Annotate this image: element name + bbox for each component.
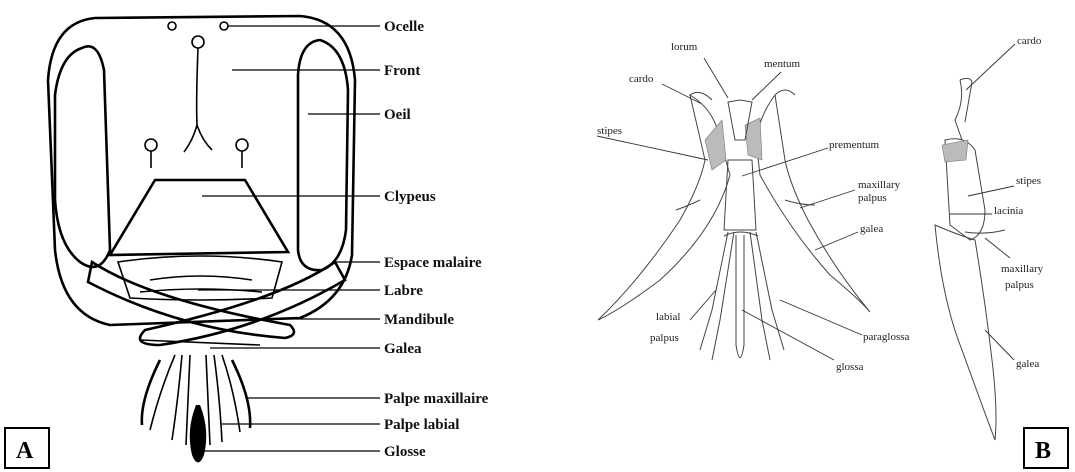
label-glosse: Glosse bbox=[384, 444, 426, 460]
paraglossa-top bbox=[724, 232, 758, 236]
label-cardo-left: cardo bbox=[629, 73, 654, 85]
label-stipes-left: stipes bbox=[597, 125, 622, 137]
label-lacinia: lacinia bbox=[994, 205, 1023, 217]
left-eye bbox=[55, 46, 110, 267]
antenna-socket-right bbox=[236, 139, 248, 151]
left-shade bbox=[705, 120, 726, 170]
label-stipes-right: stipes bbox=[1016, 175, 1041, 187]
label-oeil: Oeil bbox=[384, 107, 411, 123]
maxillary-palpi-b bbox=[676, 200, 815, 210]
label-galea-left: galea bbox=[860, 223, 883, 235]
antenna-socket-left bbox=[145, 139, 157, 151]
label-paraglossa: paraglossa bbox=[863, 331, 910, 343]
label-galea: Galea bbox=[384, 341, 422, 357]
clypeus-plate bbox=[110, 180, 288, 255]
labels-b: lorum mentum cardo stipes prementum maxi… bbox=[597, 35, 1044, 373]
label-labial-1: labial bbox=[656, 311, 680, 323]
label-maxillary-right-2: palpus bbox=[1005, 279, 1034, 291]
label-galea-right: galea bbox=[1016, 358, 1039, 370]
label-maxillary-left-2: palpus bbox=[858, 192, 887, 204]
mouthparts-drawing bbox=[598, 78, 1005, 440]
isolated-shade bbox=[942, 140, 968, 162]
label-cardo-right: cardo bbox=[1017, 35, 1042, 47]
right-cardo bbox=[775, 90, 795, 95]
label-ocelle: Ocelle bbox=[384, 19, 424, 35]
label-palpe-labial: Palpe labial bbox=[384, 417, 459, 433]
label-prementum: prementum bbox=[829, 139, 880, 151]
head-drawing bbox=[48, 16, 355, 463]
label-mandibule: Mandibule bbox=[384, 312, 454, 328]
label-palpe-maxillaire: Palpe maxillaire bbox=[384, 391, 489, 407]
label-front: Front bbox=[384, 63, 420, 79]
label-labial-2: palpus bbox=[650, 332, 679, 344]
label-espace-malaire: Espace malaire bbox=[384, 255, 482, 271]
panel-a-badge: A bbox=[5, 428, 49, 468]
left-cardo bbox=[690, 92, 712, 100]
panel-b-badge: B bbox=[1024, 428, 1068, 468]
ocellus-median bbox=[192, 36, 204, 48]
frontal-suture bbox=[184, 48, 212, 152]
label-lorum: lorum bbox=[671, 41, 698, 53]
isolated-cardo bbox=[955, 78, 972, 140]
label-maxillary-right-1: maxillary bbox=[1001, 263, 1044, 275]
glossa bbox=[736, 235, 744, 358]
ocellus-left bbox=[168, 22, 176, 30]
label-clypeus: Clypeus bbox=[384, 189, 436, 205]
isolated-palpus bbox=[965, 230, 1005, 233]
ocellus-right bbox=[220, 22, 228, 30]
labels-a: Ocelle Front Oeil Clypeus Espace malaire… bbox=[384, 19, 489, 460]
label-mentum: mentum bbox=[764, 58, 800, 70]
antenna-stalks bbox=[151, 151, 242, 168]
right-eye bbox=[298, 40, 348, 270]
label-maxillary-left-1: maxillary bbox=[858, 179, 901, 191]
panel-b-letter: B bbox=[1035, 438, 1051, 464]
label-glossa: glossa bbox=[836, 361, 864, 373]
labial-palpi bbox=[700, 232, 784, 360]
label-labre: Labre bbox=[384, 283, 423, 299]
labrum-plate bbox=[118, 256, 282, 300]
panel-a-letter: A bbox=[16, 438, 34, 464]
glossa-dark bbox=[190, 405, 207, 463]
